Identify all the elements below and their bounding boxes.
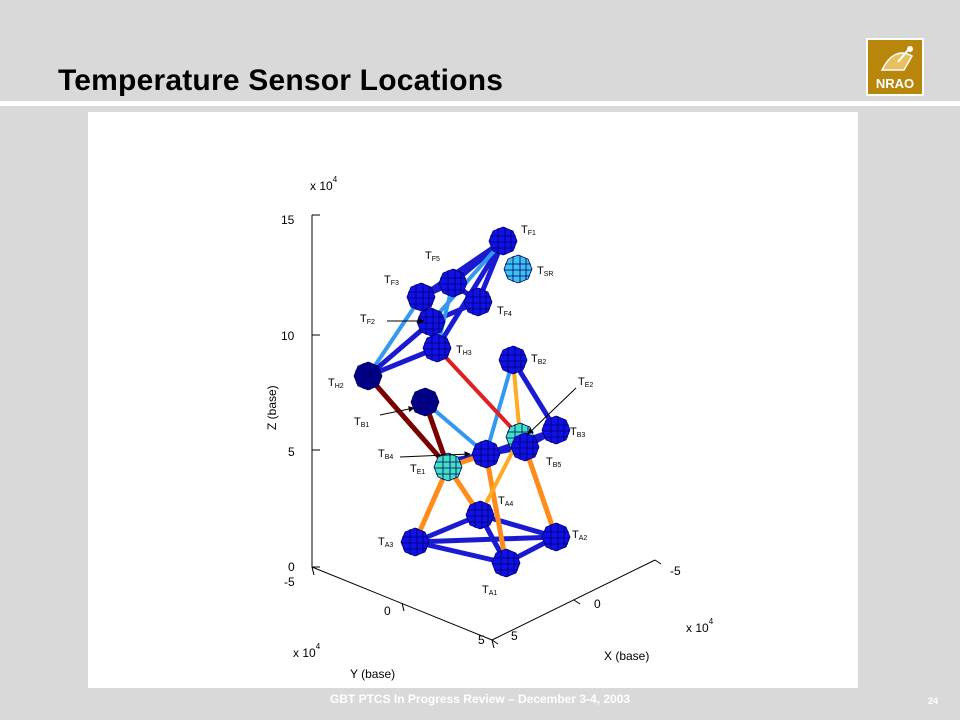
logo-text: NRAO	[876, 76, 914, 91]
sensor-node-sr	[503, 254, 533, 284]
label-b3: TB3	[570, 426, 585, 439]
label-a4: TA4	[498, 495, 513, 508]
label-a1: TA1	[482, 584, 497, 597]
title-underline	[0, 101, 960, 106]
z-tick-0: 0	[288, 560, 295, 574]
label-f3: TF3	[384, 274, 399, 287]
label-a3: TA3	[378, 536, 393, 549]
slide-footer: GBT PTCS In Progress Review – December 3…	[329, 692, 631, 706]
z-axis-label: Z (base)	[265, 385, 279, 430]
x-tick-5: 5	[511, 629, 518, 643]
x-axis-line	[491, 559, 656, 641]
label-h3: TH3	[456, 344, 472, 357]
sensor-node-b1	[410, 387, 440, 417]
z-tick-10: 10	[281, 329, 295, 343]
axes-frame	[311, 214, 662, 649]
sensor-3d-plot: 15 10 5 0 -5 0 5 -5 0 5 Z (base) Y (base…	[265, 175, 714, 681]
sensor-node-b3	[541, 415, 571, 445]
y-tick-0: 0	[384, 604, 391, 618]
label-a2: TA2	[572, 529, 587, 542]
x-multiplier: x 104	[686, 617, 714, 635]
label-b1: TB1	[354, 416, 369, 429]
sensor-node-h3	[422, 333, 452, 363]
sensor-node-a3	[400, 527, 430, 557]
sensor-labels: TF1 TF5 TSR TF3 TF4 TF2 TH3 TB2 TH2 TE2 …	[328, 224, 593, 597]
sensor-node-f5	[438, 268, 468, 298]
y-tick-neg5: -5	[284, 575, 295, 589]
annotation-arrows	[379, 318, 577, 458]
z-multiplier: x 104	[310, 175, 338, 193]
sensor-node-a2	[541, 522, 571, 552]
label-f2: TF2	[360, 313, 375, 326]
label-f1: TF1	[521, 224, 536, 237]
sensor-node-a1	[491, 548, 521, 578]
label-sr: TSR	[537, 265, 553, 278]
label-h2: TH2	[328, 377, 344, 390]
label-e1: TE1	[410, 463, 425, 476]
sensor-node-f3	[406, 282, 436, 312]
sensor-node-f1	[488, 226, 518, 256]
nrao-logo: NRAO	[866, 38, 924, 96]
label-e2: TE2	[578, 376, 593, 389]
label-b4: TB4	[378, 448, 393, 461]
sensor-node-b2	[498, 345, 528, 375]
slide-title: Temperature Sensor Locations	[58, 64, 504, 97]
x-tick-neg5: -5	[670, 564, 681, 578]
sensor-node-b4	[471, 439, 501, 469]
page-number: 24	[928, 696, 939, 706]
sensor-node-h2	[353, 361, 383, 391]
sensor-node-f2	[416, 307, 446, 337]
plot-panel: 15 10 5 0 -5 0 5 -5 0 5 Z (base) Y (base…	[88, 112, 858, 688]
nrao-logo-icon: NRAO	[868, 40, 922, 94]
y-axis-label: Y (base)	[350, 667, 395, 681]
label-b2: TB2	[531, 353, 546, 366]
z-tick-5: 5	[288, 445, 295, 459]
label-b5: TB5	[546, 456, 561, 469]
sensor-node-e1	[433, 452, 463, 482]
sensor-node-f4	[463, 287, 493, 317]
label-f5: TF5	[425, 250, 440, 263]
x-axis-label: X (base)	[604, 649, 649, 663]
z-tick-15: 15	[281, 213, 295, 227]
y-tick-5: 5	[478, 633, 485, 647]
sensor-node-a4	[465, 500, 495, 530]
x-tick-0: 0	[594, 597, 601, 611]
y-multiplier: x 104	[293, 642, 321, 660]
sensor-node-b5	[510, 432, 540, 462]
label-f4: TF4	[497, 305, 512, 318]
